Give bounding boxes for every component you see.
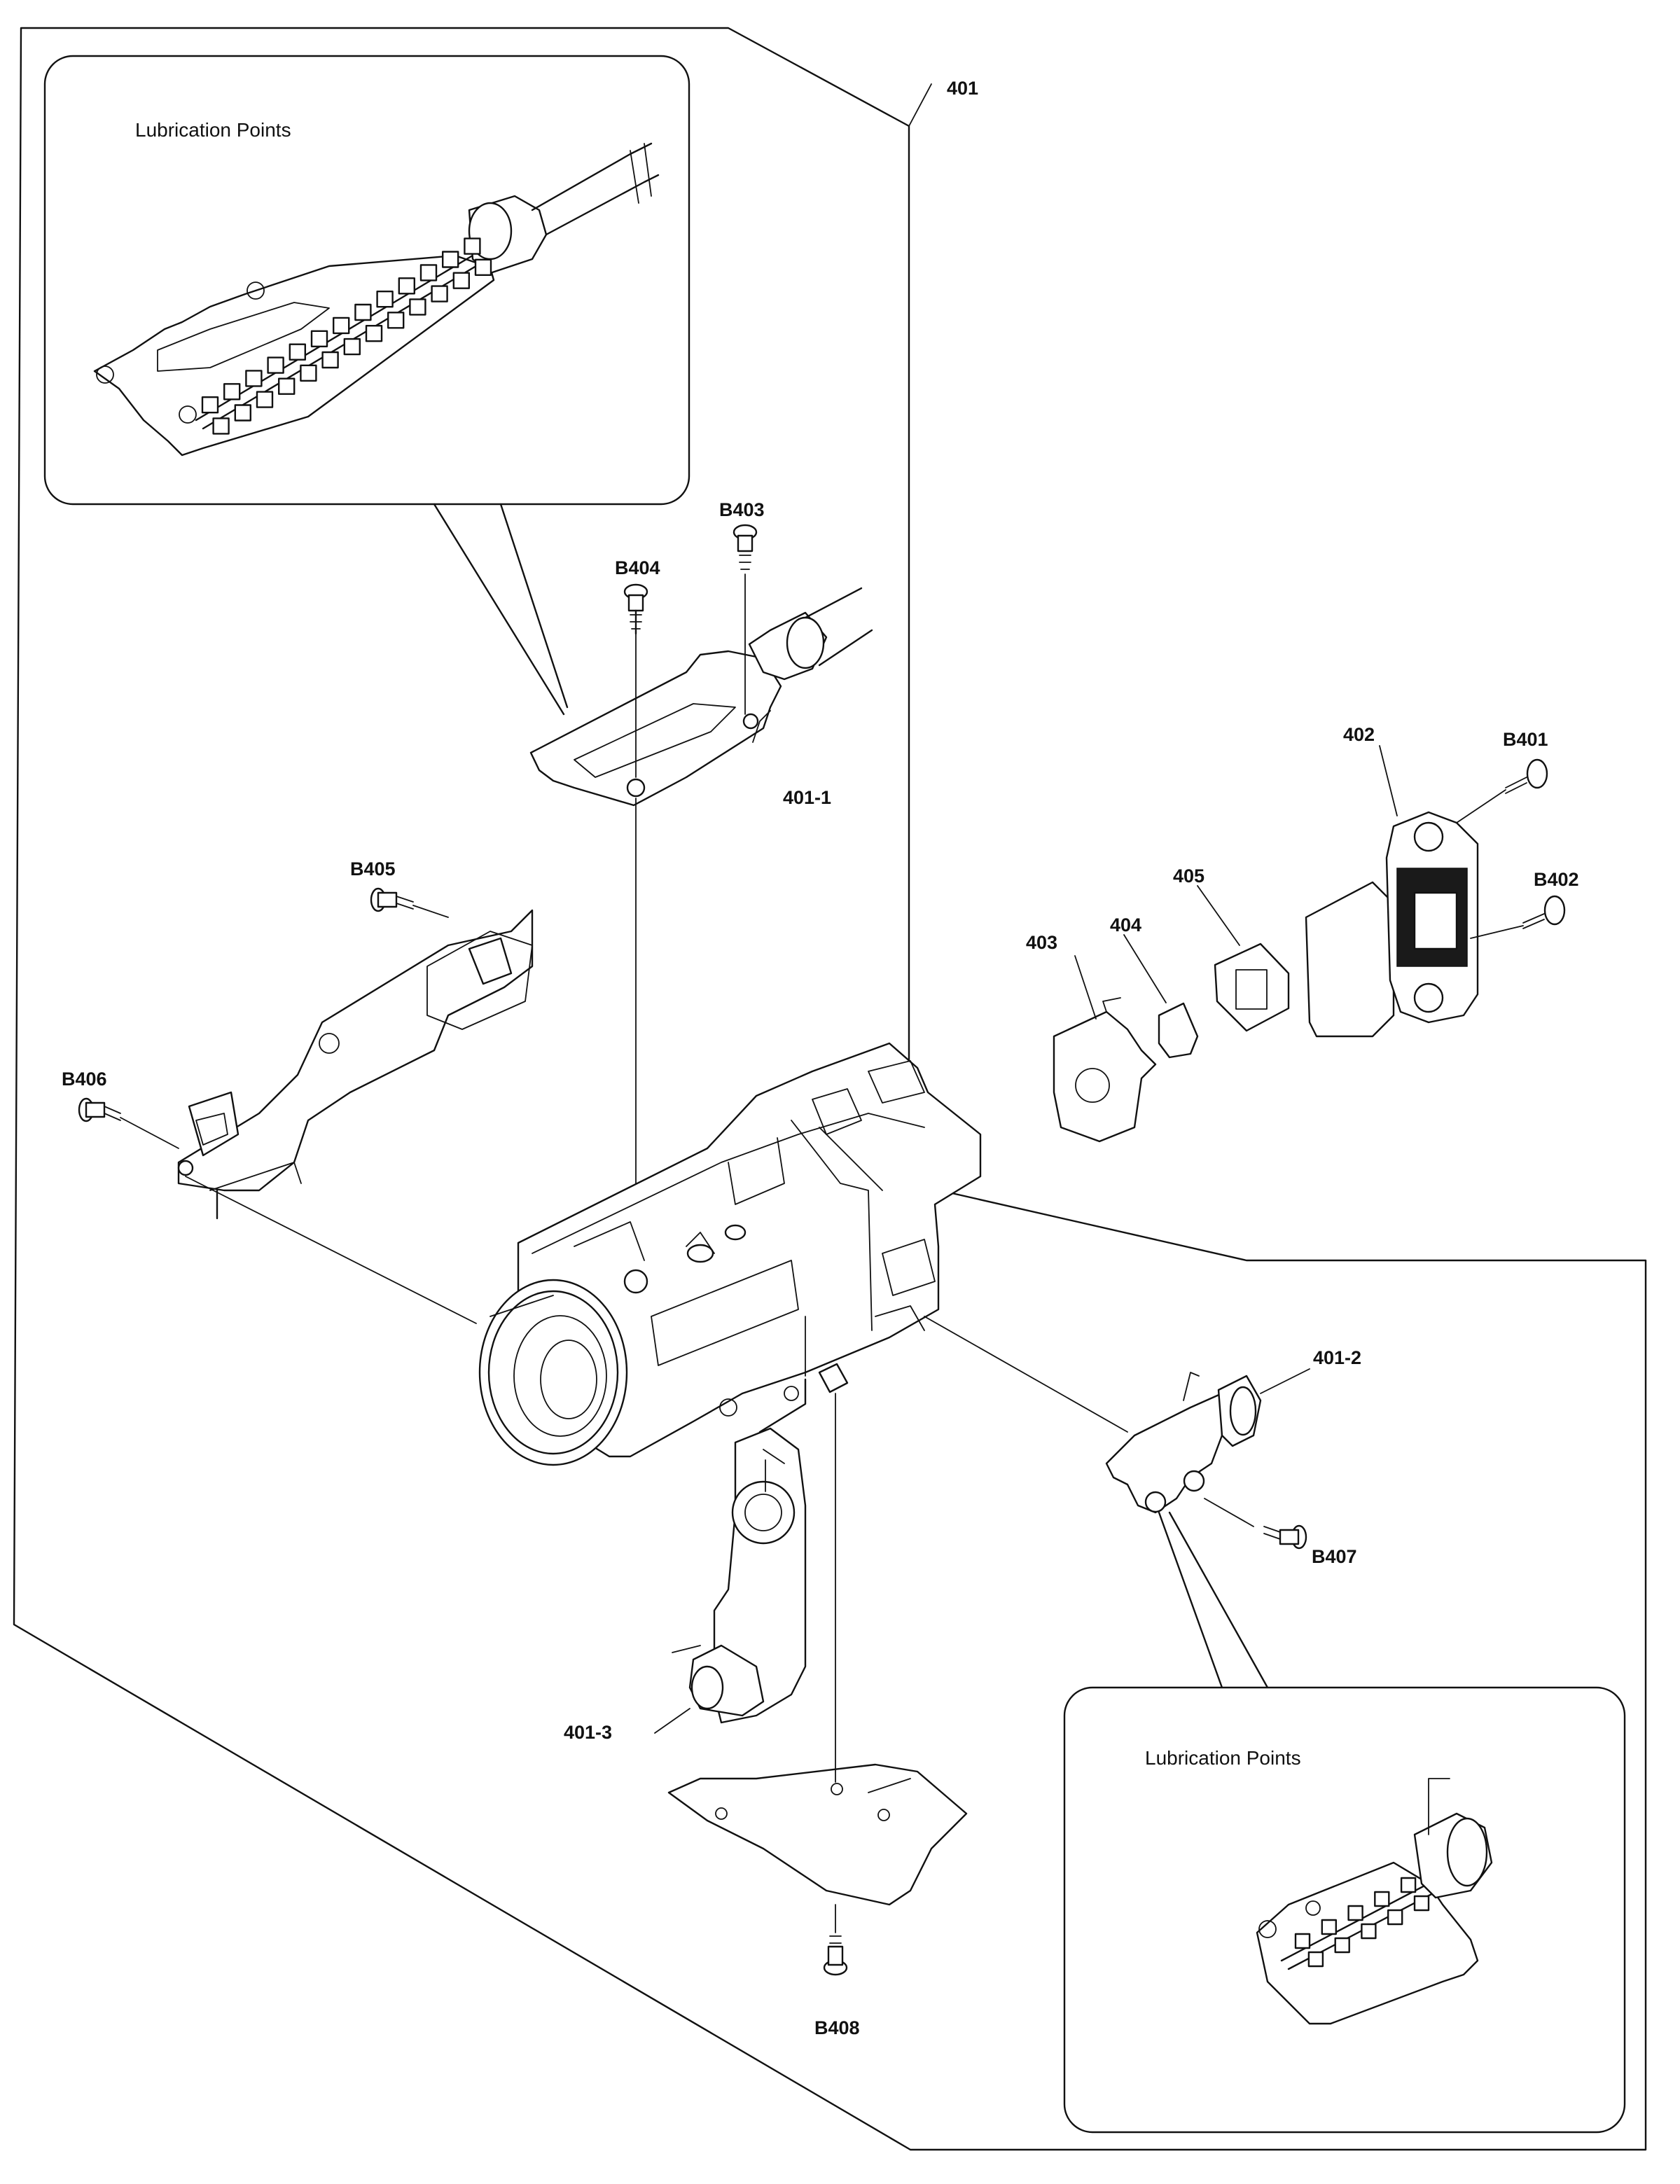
lubrication-mark [419,264,438,281]
screw-b407 [1204,1498,1307,1550]
lubrication-mark [442,251,459,268]
lubrication-mark [343,338,361,356]
callout-pointer-top [433,503,569,716]
screw-b408 [823,1904,848,1976]
lubrication-mark [333,317,350,335]
label-401: 401 [947,78,978,99]
lubrication-mark [310,330,328,347]
screw-b403 [733,524,758,715]
lubrication-mark [474,258,492,276]
screw-b402 [1470,895,1566,939]
screw-b405 [370,887,449,918]
lubrication-points-title-top: Lubrication Points [135,119,291,141]
leader-401-3 [654,1708,690,1734]
lubrication-mark [452,272,470,289]
lubrication-mark [300,364,317,382]
label-401-2: 401-2 [1313,1347,1361,1368]
part-labels: 401 401-1 401-2 401-3 402 403 404 405 B4… [62,78,1579,2038]
lubrication-mark [201,396,219,414]
label-b402: B402 [1534,869,1579,890]
label-404: 404 [1110,914,1141,935]
lubrication-mark [1321,1919,1338,1935]
label-403: 403 [1026,932,1057,953]
label-leaders [752,83,1398,1020]
lubrication-mark [1374,1891,1390,1907]
lubrication-mark [1387,1909,1403,1926]
part-402-ccd-block [1305,811,1479,1038]
label-b407: B407 [1312,1546,1357,1567]
label-b405: B405 [350,858,396,879]
lubrication-mark [387,312,405,329]
lubrication-callout-top: Lubrication Points [43,55,690,506]
part-401-3-motor [672,1316,807,1724]
lubrication-mark [267,356,284,374]
screw-b404 [623,583,648,1275]
lubrication-mark [431,285,448,302]
leader-lens-to-401-2 [924,1316,1128,1433]
part-left-sensor-bracket [177,909,534,1220]
lubrication-callout-bottom: Lubrication Points [1063,1686,1626,2134]
lubrication-mark [1307,1951,1324,1968]
label-b406: B406 [62,1069,107,1090]
lubrication-mark [212,417,230,435]
lubrication-mark [1400,1877,1417,1893]
lubrication-points-title-bottom: Lubrication Points [1145,1747,1301,1769]
lubrication-mark [365,325,383,342]
part-405-seal [1214,943,1290,1032]
label-401-1: 401-1 [783,787,831,808]
lubrication-mark [1347,1905,1363,1921]
lubrication-mark [289,343,306,361]
lubrication-mark [409,298,426,316]
label-b404: B404 [615,557,660,578]
lubrication-marks-bottom [1294,1877,1430,1968]
part-404-filter [1158,1002,1199,1059]
lubrication-mark [1334,1937,1350,1954]
screw-b401 [1456,758,1548,823]
part-403-holder [1053,997,1157,1143]
lubrication-mark [398,277,415,295]
lens-block-assembly [478,1042,982,1466]
lubrication-mark [1413,1895,1430,1912]
part-bottom-plate [667,1763,968,1906]
label-405: 405 [1173,865,1205,886]
lubrication-mark [1361,1923,1377,1940]
callout-pointer-bottom [1158,1511,1269,1689]
part-401-2-bracket [1105,1368,1310,1514]
lubrication-marks-top [201,237,492,435]
label-b403: B403 [719,499,765,520]
lubrication-mark [376,291,394,308]
lubrication-mark [464,237,481,255]
part-401-1-bracket [529,587,873,807]
lubrication-mark [256,391,274,408]
label-b401: B401 [1503,729,1548,750]
lubrication-mark [245,370,263,387]
lubrication-mark [278,377,296,395]
label-402: 402 [1343,724,1375,745]
lubrication-mark [354,303,372,321]
lubrication-mark [223,383,241,401]
screw-b406 [78,1097,179,1149]
lubrication-mark [1294,1933,1311,1949]
label-401-3: 401-3 [564,1722,612,1743]
assembly-401-outline [13,27,1647,2151]
label-b408: B408 [814,2017,860,2038]
lubrication-mark [234,404,251,422]
lubrication-mark [321,351,339,369]
leader-left-to-lens [185,1176,477,1324]
